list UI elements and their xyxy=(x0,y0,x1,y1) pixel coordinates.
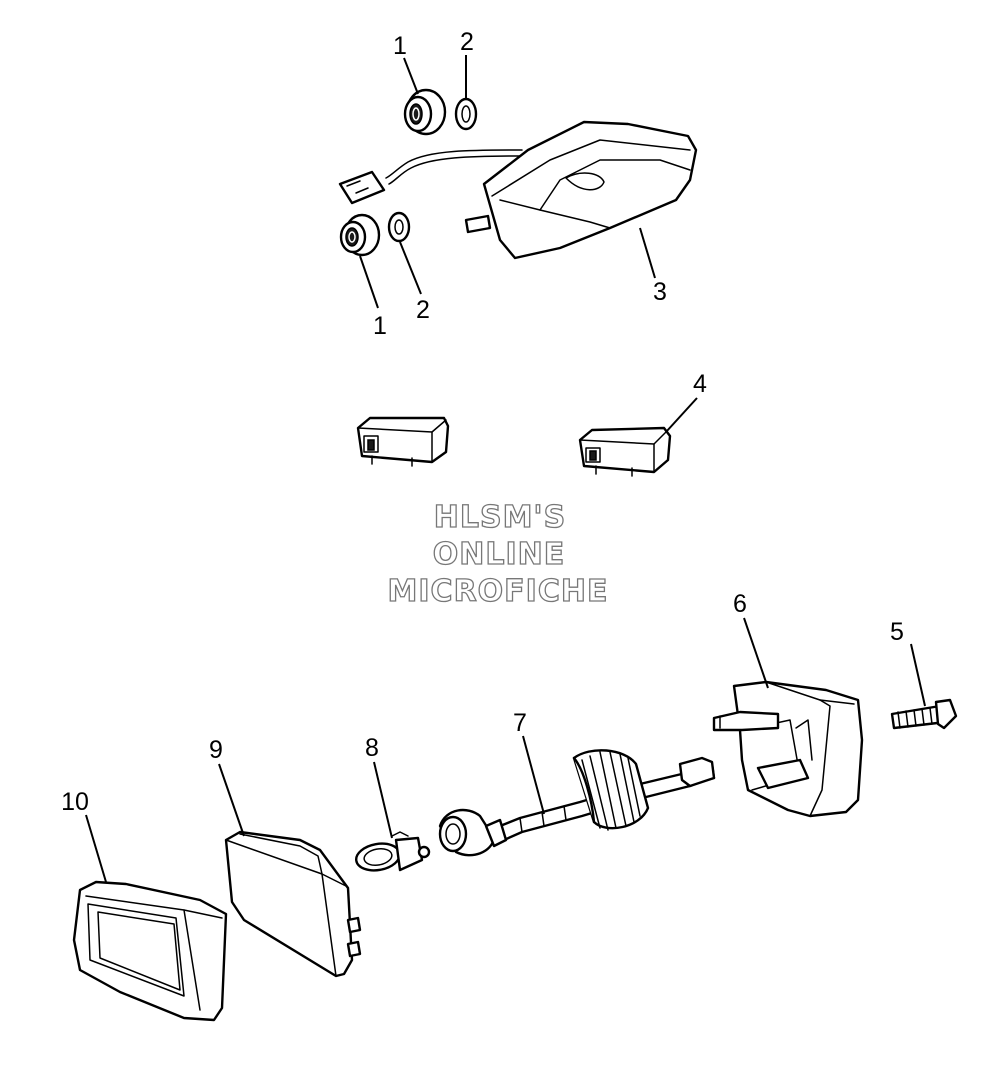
leader-9 xyxy=(218,763,245,837)
callout-5: 5 xyxy=(890,618,904,646)
sealed-beam-lens xyxy=(224,830,362,978)
callout-1-bottom: 1 xyxy=(373,312,387,340)
callout-3: 3 xyxy=(653,278,667,306)
callout-labels: 1 2 1 2 3 4 5 6 7 8 9 10 xyxy=(61,28,904,816)
watermark-line-2: ONLINE xyxy=(433,537,566,572)
leader-10 xyxy=(85,814,107,883)
screw xyxy=(890,698,958,730)
leader-4 xyxy=(665,397,698,433)
leader-lines xyxy=(85,55,926,883)
callout-8: 8 xyxy=(365,734,379,762)
washer-bottom xyxy=(387,211,411,243)
watermark-line-1: HLSM'S xyxy=(434,500,566,535)
washer-top xyxy=(454,97,478,131)
callout-9: 9 xyxy=(209,736,223,764)
watermark: HLSM'S ONLINE MICROFICHE xyxy=(387,499,609,609)
watermark-line-3: MICROFICHE xyxy=(388,574,609,609)
tail-light-assembly xyxy=(338,120,698,260)
callout-4: 4 xyxy=(693,370,707,398)
bulb-socket-harness xyxy=(438,749,716,857)
leader-5 xyxy=(910,643,926,707)
callout-10: 10 xyxy=(61,788,89,816)
leader-3 xyxy=(639,227,656,279)
marker-lamp-right xyxy=(578,426,672,477)
headlight-housing xyxy=(712,680,864,818)
callout-2-bottom: 2 xyxy=(416,296,430,324)
callout-2-top: 2 xyxy=(460,28,474,56)
leader-2-bottom xyxy=(399,241,422,295)
grommet-top xyxy=(403,88,447,136)
leader-7 xyxy=(522,735,545,815)
leader-1-top xyxy=(403,57,419,95)
leader-8 xyxy=(373,761,393,839)
leader-1-bottom xyxy=(359,255,379,309)
headlight-bezel xyxy=(72,880,228,1022)
marker-lamp-left xyxy=(356,416,450,467)
leader-6 xyxy=(743,617,769,689)
callout-6: 6 xyxy=(733,590,747,618)
callout-1-top: 1 xyxy=(393,32,407,60)
headlight-bulb xyxy=(355,831,431,872)
callout-7: 7 xyxy=(513,709,527,737)
grommet-bottom xyxy=(339,213,381,257)
